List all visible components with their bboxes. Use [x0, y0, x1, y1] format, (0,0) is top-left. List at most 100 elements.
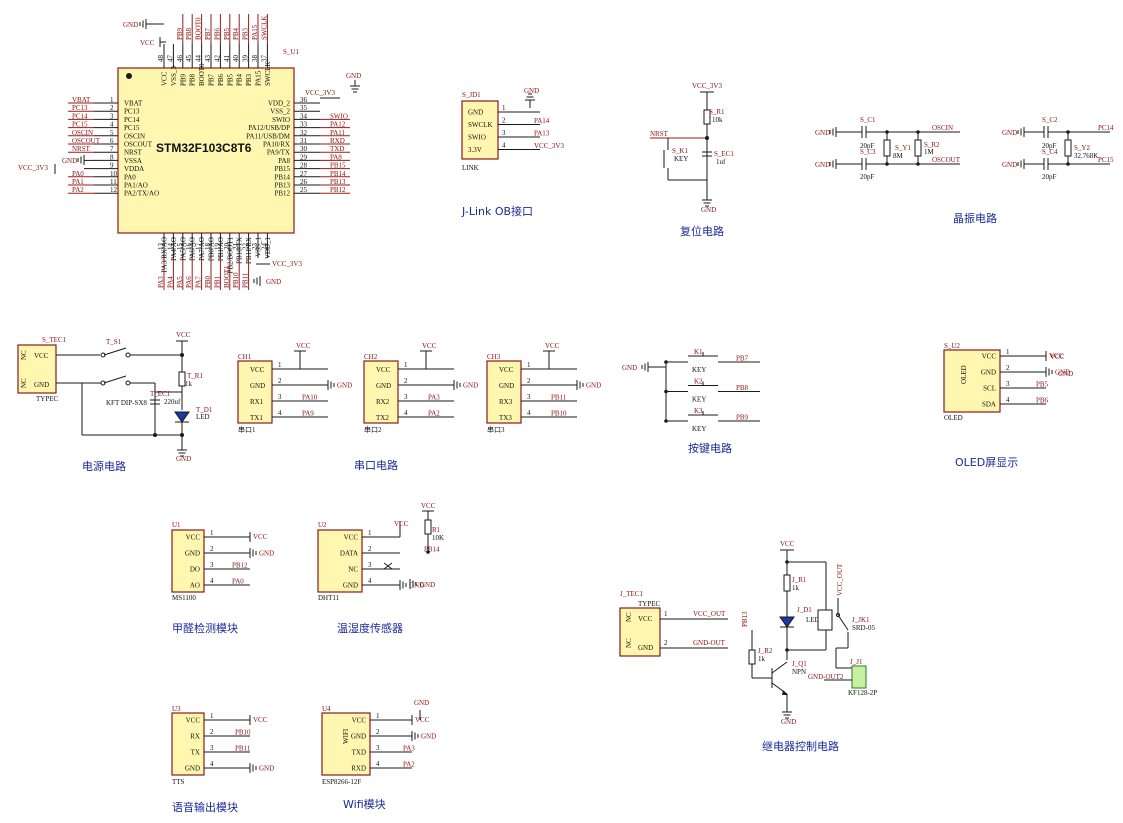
power-gnd: GND: [176, 455, 191, 463]
xtal2-y-ref: S_Y2: [1074, 144, 1090, 152]
pin-name: AO: [190, 582, 200, 590]
gnd-label: GND: [259, 550, 274, 558]
uart-pin-num: 3: [278, 393, 282, 401]
mcu-net-label: BOOT1: [223, 265, 231, 288]
mcu-pin-num: 43: [204, 55, 212, 63]
uart-pin-num: 2: [404, 377, 408, 385]
mcu-net-label: PA0: [72, 170, 84, 178]
mcu-net-label: RXD: [330, 137, 345, 145]
mcu-net-label: PB7: [204, 27, 212, 40]
mcu-net-label: TXD: [330, 145, 344, 153]
uart-vcc: VCC: [296, 342, 311, 350]
mcu-gnd-label: GND: [123, 21, 138, 29]
mcu-net-label: PA4: [166, 276, 174, 288]
pin-name: NC: [348, 566, 358, 574]
power-c-val: 220uf: [164, 398, 181, 406]
gnd-symbol: [139, 18, 147, 30]
key-net: PB9: [736, 414, 749, 422]
mcu-net-label: SWCLK: [260, 16, 268, 41]
uart-gnd: GND: [586, 382, 601, 390]
mcu-net-label: PA3: [157, 276, 165, 288]
title-dht: 温湿度传感器: [337, 621, 403, 635]
u1-body: [171, 529, 205, 593]
pin-name: SDA: [982, 401, 996, 409]
xtal2-out2: PC15: [1098, 156, 1114, 164]
reset-key-ref: S_K1: [672, 147, 688, 155]
pin-name: DATA: [340, 550, 358, 558]
mcu-net-label: PA1: [72, 178, 84, 186]
pin-num: 3: [502, 129, 506, 137]
title-oled: OLED屏显示: [955, 456, 1018, 469]
mcu-pin-num: 12: [110, 186, 118, 194]
title-crystal: 晶振电路: [953, 211, 997, 225]
mcu-pin-num: 3: [110, 112, 114, 120]
pin-name: GND: [468, 109, 483, 117]
key-val: KEY: [692, 396, 706, 404]
relay-conn-ref: J_TEC1: [620, 590, 643, 598]
mcu-pin-num: 39: [242, 55, 250, 63]
mcu-pin-name: SWCLK: [264, 62, 272, 87]
power-r-val: 1k: [185, 380, 193, 388]
mcu-pin-name: PB6: [217, 73, 225, 86]
u4-foot: ESP8266-12F: [322, 778, 361, 786]
mcu-net-label: PA8: [330, 153, 342, 161]
pin-num: 2: [210, 728, 214, 736]
mcu-pin-name: PB3: [245, 73, 253, 86]
u2-foot: DHT11: [318, 594, 340, 602]
mcu-pin-num: 11: [110, 178, 117, 186]
xtal2-c2-ref: S_C4: [1042, 148, 1058, 156]
mcu-pin-name: SWIO: [272, 116, 290, 124]
relay-nc-1: NC: [625, 612, 633, 622]
gnd-label: GND: [259, 765, 274, 773]
uart-pin-num: 2: [278, 377, 282, 385]
mcu-pin-name: PA5/AO: [179, 237, 187, 261]
mcu-net-label: PC14: [72, 112, 88, 120]
mcu-pin-num: 36: [300, 96, 308, 104]
title-power: 电源电路: [82, 459, 126, 473]
relay-conn-body: [619, 607, 661, 657]
pin-name: 3.3V: [468, 146, 482, 154]
relay-circuit: VCC J_R1 1k J_D1 LED PB13 J_R2 1k J_Q1 N…: [741, 540, 877, 753]
mcu-net-label: PB3: [242, 27, 250, 40]
power-sw-val: KFT DIP-SX8: [106, 399, 147, 407]
mcu-pin-name: PC13: [124, 108, 140, 116]
relay-q-val: NPN: [792, 668, 806, 676]
relay-led-val: LED: [806, 616, 820, 624]
mcu-pin-num: 32: [300, 129, 308, 137]
gnd-label: GND: [1055, 369, 1070, 377]
u4-name: WIFI: [342, 728, 350, 744]
pin-name: VCC: [352, 717, 367, 725]
power-nc-2: NC: [20, 378, 28, 388]
net-label: PB12: [232, 562, 248, 570]
mcu-pin-name: OSCIN: [124, 132, 145, 140]
mcu-pin-name: PB7: [208, 73, 216, 86]
uart-pin-name: TX2: [376, 414, 389, 422]
uart-pin-num: 4: [527, 409, 531, 417]
u2-gnd-label: GND: [420, 581, 435, 589]
mcu-vcc-label: VCC: [140, 39, 155, 47]
pin-num: 3: [210, 561, 214, 569]
power-r-ref: T_R1: [187, 372, 203, 380]
net-label: PB6: [1036, 397, 1049, 405]
uart-pin-name: GND: [250, 382, 265, 390]
uart-pin-name: VCC: [376, 366, 391, 374]
mcu-pin-name: PA0: [124, 173, 136, 181]
mcu-ref: S_U1: [283, 48, 299, 56]
relay-vcc-out: VCC_OUT: [693, 610, 726, 618]
xtal1-c2-val: 20pF: [860, 173, 875, 181]
reset-c-val: 1uf: [716, 158, 726, 166]
uart-pin-name: GND: [499, 382, 514, 390]
gnd-label: GND: [409, 582, 424, 590]
uart-gnd: GND: [463, 382, 478, 390]
pin-num: 1: [210, 712, 214, 720]
pin-name: SCL: [983, 385, 996, 393]
uart-pin-name: TX3: [499, 414, 512, 422]
vcc-label: VCC: [253, 533, 268, 541]
mcu-pin-num: 26: [300, 178, 308, 186]
net-label: PA3: [403, 745, 415, 753]
mcu-pin-name: PA15: [255, 70, 263, 86]
